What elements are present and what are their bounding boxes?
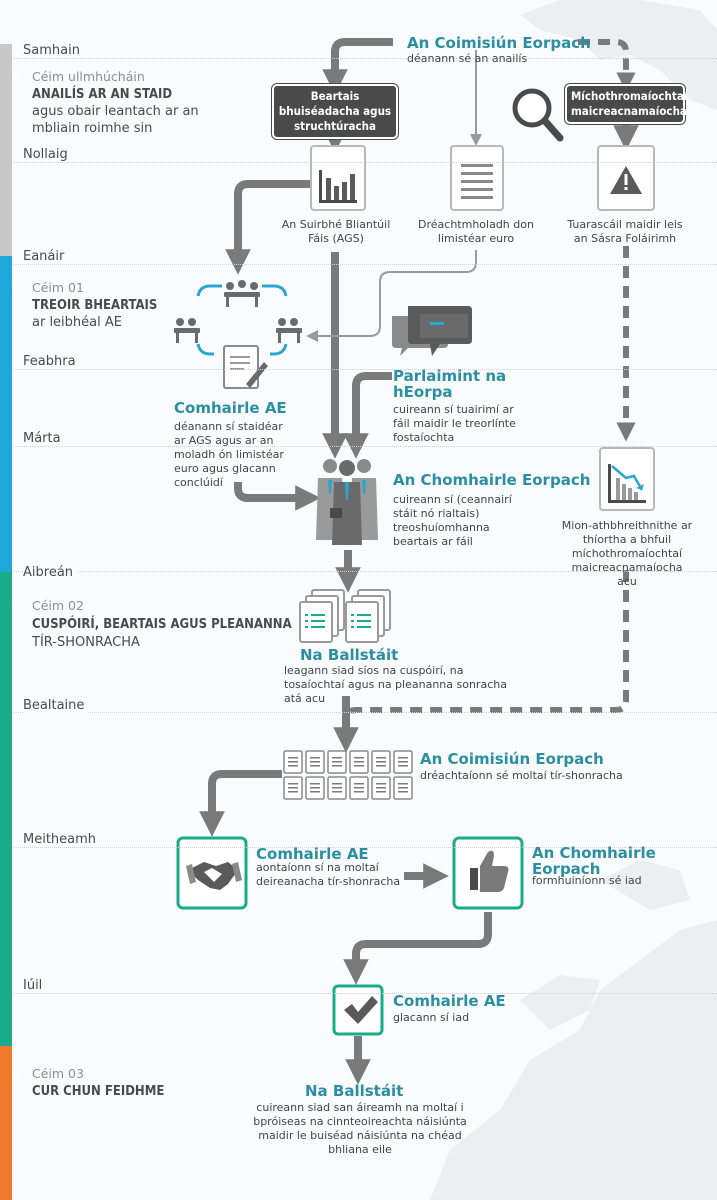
document-line	[376, 783, 386, 785]
document-line	[354, 761, 364, 763]
document-line	[288, 765, 298, 767]
grid-icon	[283, 750, 413, 800]
document-icon	[450, 145, 504, 211]
document-line	[354, 765, 364, 767]
month-label: Eanáir	[23, 249, 69, 264]
document-line	[310, 787, 320, 789]
people-icon	[316, 459, 378, 545]
document-line	[354, 791, 364, 793]
step2-number: Céim 02	[32, 598, 88, 613]
document-line	[376, 791, 386, 793]
month-label: Samhain	[23, 43, 84, 58]
council3-title: Comhairle AE	[393, 992, 506, 1010]
document-line	[332, 761, 342, 763]
parliament-title: Parlaimint na hEorpa	[393, 367, 507, 401]
declining-chart-icon	[599, 447, 655, 511]
document-line	[332, 757, 342, 759]
euco2-title: An Chomhairle Eorpach	[532, 844, 656, 878]
prep-step-subtitle: agus obair leantach ar an mbliain roimhe…	[32, 104, 199, 136]
documents-icon	[299, 589, 391, 643]
handshake-icon	[176, 836, 248, 910]
document-line	[398, 761, 408, 763]
document-line	[288, 757, 298, 759]
document-line	[288, 783, 298, 785]
document-line	[310, 783, 320, 785]
review-label: Mion-athbhreithnithe ar thíortha a bhfui…	[561, 519, 693, 588]
euco1-title: An Chomhairle Eorpach	[393, 471, 591, 489]
document-line	[376, 761, 386, 763]
step3-number: Céim 03	[32, 1066, 88, 1081]
bar-chart-icon	[310, 145, 366, 211]
europe-map-icon	[430, 0, 717, 1200]
parliament-desc: cuireann sí tuairimí ar fáil maidir le t…	[393, 403, 516, 444]
commission-top-desc: déanann sé an anailís	[407, 52, 528, 65]
ms2-desc: cuireann siad san áireamh na moltaí i bp…	[253, 1101, 467, 1156]
ms1-desc: leagann siad síos na cuspóirí, na tosaío…	[284, 664, 507, 705]
document-line	[310, 791, 320, 793]
prep-step-title: ANAILÍS AR AN STAID	[32, 87, 173, 102]
document-line	[288, 761, 298, 763]
document-line	[376, 765, 386, 767]
document-line	[332, 791, 342, 793]
ms1-title: Na Ballstáit	[300, 646, 399, 664]
macro-imbalances-tag: Míchothromaíochtaí maicreacnamaíocha	[565, 84, 687, 124]
step1-number: Céim 01	[32, 280, 88, 295]
budget-policies-tag: Beartais bhuiséadacha agus struchtúracha	[272, 84, 398, 139]
document-line	[398, 765, 408, 767]
document-line	[376, 757, 386, 759]
step1-title: TREOIR BHEARTAIS	[32, 298, 158, 313]
document-line	[332, 765, 342, 767]
council1-desc: déanann sí staidéar ar AGS agus ar an mo…	[174, 420, 284, 489]
document-line	[354, 783, 364, 785]
ags-label: An Suirbhé Bliantúil Fáis (AGS)	[281, 218, 391, 245]
document-line	[288, 787, 298, 789]
document-line	[398, 787, 408, 789]
document-line	[310, 765, 320, 767]
document-line	[354, 757, 364, 759]
month-label: Meitheamh	[23, 832, 101, 847]
council2-title: Comhairle AE	[256, 845, 369, 863]
document-line	[310, 761, 320, 763]
thumbs-up-icon	[452, 836, 524, 910]
commission-top-title: An Coimisiún Eorpach	[407, 34, 591, 52]
document-line	[288, 791, 298, 793]
step2-subtitle: TÍR-SHONRACHA	[32, 635, 140, 650]
meeting-icon	[174, 280, 302, 389]
euco1-desc: cuireann sí (ceannairí stáit nó rialtais…	[393, 493, 512, 548]
document-line	[332, 783, 342, 785]
checkmark-icon	[332, 984, 384, 1036]
document-line	[354, 787, 364, 789]
step3-title: CUR CHUN FEIDHME	[32, 1084, 165, 1099]
document-line	[332, 787, 342, 789]
month-label: Iúil	[23, 978, 47, 993]
document-line	[310, 757, 320, 759]
prep-step-number: Céim ullmhúcháin	[32, 69, 149, 84]
commission2-desc: dréachtaíonn sé moltaí tír-shonracha	[420, 769, 623, 782]
warning-icon	[597, 145, 655, 211]
council1-title: Comhairle AE	[174, 399, 287, 417]
speech-bubbles-icon	[392, 306, 472, 356]
month-label: Aibreán	[23, 565, 78, 580]
document-line	[398, 757, 408, 759]
euro-label: Dréachtmholadh don limistéar euro	[418, 218, 534, 245]
commission2-title: An Coimisiún Eorpach	[420, 750, 604, 768]
document-line	[398, 783, 408, 785]
month-label: Bealtaine	[23, 698, 89, 713]
month-label: Feabhra	[23, 354, 80, 369]
step2-title: CUSPÓIRÍ, BEARTAIS AGUS PLEANANNA	[32, 617, 292, 632]
euco2-desc: formhuiníonn sé iad	[532, 874, 642, 887]
ms2-title: Na Ballstáit	[305, 1082, 404, 1100]
council3-desc: glacann sí iad	[393, 1011, 470, 1024]
alert-label: Tuarascáil maidir leis an Sásra Foláirim…	[567, 218, 683, 245]
document-line	[398, 791, 408, 793]
month-label: Márta	[23, 431, 65, 446]
council2-desc: aontaíonn sí na moltaí deireanacha tír-s…	[256, 861, 401, 888]
document-line	[376, 787, 386, 789]
month-label: Nollaig	[23, 147, 72, 162]
magnifier-icon	[512, 88, 564, 142]
step1-subtitle: ar leibhéal AE	[32, 315, 122, 330]
